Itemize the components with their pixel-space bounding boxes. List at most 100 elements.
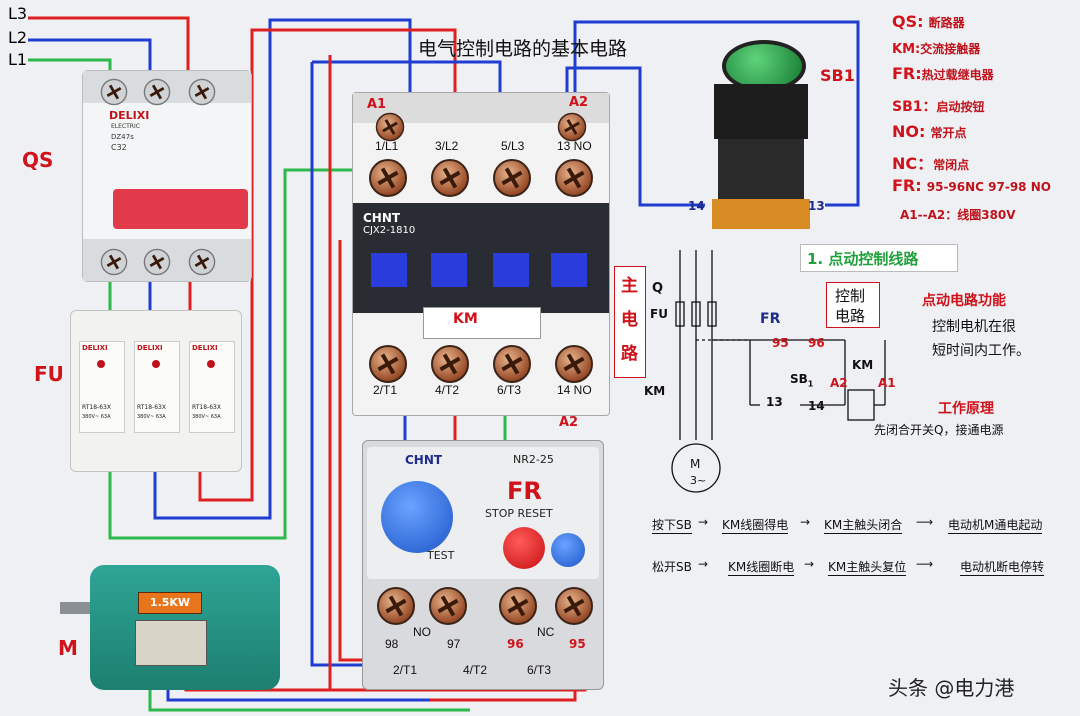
schematic-a2: A2 bbox=[830, 376, 848, 390]
flow-1-step-2: KM主触头闭合 bbox=[824, 518, 903, 534]
sb1-terminal-14: 14 bbox=[688, 199, 705, 213]
km-screw-13 bbox=[555, 159, 593, 197]
schematic-drawing bbox=[671, 250, 886, 493]
main-circuit-char-2: 电 bbox=[621, 310, 638, 330]
wire-km13-sb bbox=[565, 66, 705, 207]
fr-out-3: 6/T3 bbox=[527, 663, 552, 677]
breaker-handle[interactable] bbox=[113, 189, 248, 229]
schematic-motor-phase: 3~ bbox=[690, 474, 707, 487]
label-qs: QS bbox=[22, 148, 54, 172]
schematic-95: 95 bbox=[772, 336, 789, 350]
legend-val-sb1: 启动按钮 bbox=[936, 100, 985, 114]
function-line-1: 控制电机在很 bbox=[932, 319, 1016, 335]
legend-key-fr: FR: bbox=[892, 64, 922, 83]
push-button-sb1 bbox=[712, 40, 810, 230]
km-a1-label: A1 bbox=[367, 97, 387, 112]
motor-plate: 1.5KW bbox=[138, 592, 202, 614]
schematic-q: Q bbox=[652, 281, 664, 296]
schematic-coil-km: KM bbox=[852, 358, 874, 372]
wire-l2 bbox=[28, 38, 152, 80]
section-title: 1. 点动控制线路 bbox=[807, 250, 919, 268]
label-m: M bbox=[58, 636, 78, 660]
flow-arrow-icon: → bbox=[698, 515, 709, 529]
fr-reset-button[interactable] bbox=[551, 533, 585, 567]
flow-2-step-1: KM线圈断电 bbox=[728, 560, 795, 576]
km-screw-t2 bbox=[431, 345, 469, 383]
flow-2-step-2: KM主触头复位 bbox=[828, 560, 907, 576]
legend: QS: 断路器 KM:交流接触器 FR:热过载继电器 SB1：启动按钮 NO: … bbox=[890, 12, 1076, 232]
wire-sb-a2 bbox=[573, 20, 860, 207]
sb1-terminal-13: 13 bbox=[808, 199, 825, 213]
km-block-label: KM bbox=[453, 311, 478, 327]
fr-label-nc: NC bbox=[537, 625, 555, 639]
legend-key-fr-contacts: FR: bbox=[892, 176, 922, 195]
legend-key-nc: NC： bbox=[892, 154, 934, 173]
fr-label-95: 95 bbox=[569, 637, 586, 651]
km-a2-top-label: A2 bbox=[569, 95, 589, 110]
km-bottom-terminal-2: 4/T2 bbox=[435, 383, 460, 397]
fr-dial[interactable] bbox=[381, 481, 453, 553]
section-title-box: 1. 点动控制线路 bbox=[800, 244, 958, 272]
km-top-terminal-3: 5/L3 bbox=[501, 139, 525, 153]
label-l1: L1 bbox=[8, 50, 28, 69]
wire-fu3-km bbox=[198, 28, 457, 502]
km-bottom-terminal-4: 14 NO bbox=[557, 383, 592, 397]
schematic-motor-m: M bbox=[690, 457, 701, 471]
km-screw-14 bbox=[555, 345, 593, 383]
principle-heading: 工作原理 bbox=[938, 401, 994, 417]
flow-arrow-icon: ⟶ bbox=[916, 557, 934, 571]
main-circuit-char-3: 路 bbox=[621, 344, 638, 364]
fr-test: TEST bbox=[427, 549, 455, 562]
function-heading: 点动电路功能 bbox=[922, 293, 1006, 309]
km-screw-l2 bbox=[431, 159, 469, 197]
legend-val-fr: 热过载继电器 bbox=[921, 68, 994, 82]
control-circuit-line-2: 电路 bbox=[835, 307, 866, 325]
control-circuit-line-1: 控制 bbox=[835, 287, 866, 305]
principle-text: 先闭合开关Q，接通电源 bbox=[874, 423, 1004, 437]
main-circuit-box: 主 电 路 bbox=[614, 266, 646, 378]
fuse-1: DELIXI RT18-63X 380V~ 63A bbox=[79, 341, 125, 433]
label-sb1: SB1 bbox=[820, 66, 855, 85]
flow-row-1: 按下SB → KM线圈得电 → KM主触头闭合 ⟶ 电动机M通电起动 bbox=[652, 515, 1072, 536]
schematic-13: 13 bbox=[766, 395, 783, 409]
legend-val-coil: A1--A2：线圈380V bbox=[900, 208, 1016, 222]
fr-block-label: FR bbox=[507, 477, 542, 505]
control-circuit-box: 控制 电路 bbox=[826, 282, 880, 328]
schematic-a1: A1 bbox=[878, 376, 896, 390]
legend-val-qs: 断路器 bbox=[928, 16, 965, 30]
schematic-fu: FU bbox=[650, 307, 668, 321]
flow-1-start: 按下SB bbox=[652, 518, 692, 534]
fr-label-97: 97 bbox=[447, 637, 461, 651]
flow-1-end: 电动机M通电起动 bbox=[948, 518, 1043, 534]
flow-row-2: 松开SB → KM线圈断电 → KM主触头复位 ⟶ 电动机断电停转 bbox=[652, 557, 1072, 578]
legend-key-km: KM: bbox=[892, 42, 921, 57]
km-model: CJX2-1810 bbox=[363, 225, 416, 236]
fr-label-96: 96 bbox=[507, 637, 524, 651]
legend-key-sb1: SB1： bbox=[892, 99, 937, 115]
breaker-brand: DELIXI bbox=[109, 109, 150, 122]
legend-key-no: NO: bbox=[892, 122, 926, 141]
wire-ctrl-a bbox=[312, 60, 502, 95]
flow-1-step-1: KM线圈得电 bbox=[722, 518, 789, 534]
schematic-14: 14 bbox=[808, 399, 825, 413]
breaker-qs: DELIXI ELECTRIC DZ47s C32 bbox=[82, 70, 252, 282]
legend-val-no: 常开点 bbox=[930, 126, 967, 140]
fr-stop-button[interactable] bbox=[503, 527, 545, 569]
watermark: 头条 @电力港 bbox=[888, 676, 1015, 700]
main-circuit-char-1: 主 bbox=[621, 276, 638, 296]
legend-val-km: 交流接触器 bbox=[920, 42, 981, 56]
schematic-km: KM bbox=[644, 384, 666, 398]
km-a2-bottom-label: A2 bbox=[559, 415, 579, 430]
fr-label-no: NO bbox=[413, 625, 431, 639]
fr-out-1: 2/T1 bbox=[393, 663, 418, 677]
schematic-96: 96 bbox=[808, 336, 825, 350]
fuse-3: DELIXI RT18-63X 380V~ 63A bbox=[189, 341, 235, 433]
fr-stop-reset: STOP RESET bbox=[485, 507, 553, 520]
flow-arrow-icon: → bbox=[698, 557, 709, 571]
breaker-rating: C32 bbox=[111, 143, 127, 152]
page-title: 电气控制电路的基本电路 bbox=[418, 38, 628, 60]
schematic-sb: SB1 bbox=[790, 372, 813, 388]
breaker-model: DZ47s bbox=[111, 133, 134, 141]
km-top-terminal-2: 3/L2 bbox=[435, 139, 459, 153]
